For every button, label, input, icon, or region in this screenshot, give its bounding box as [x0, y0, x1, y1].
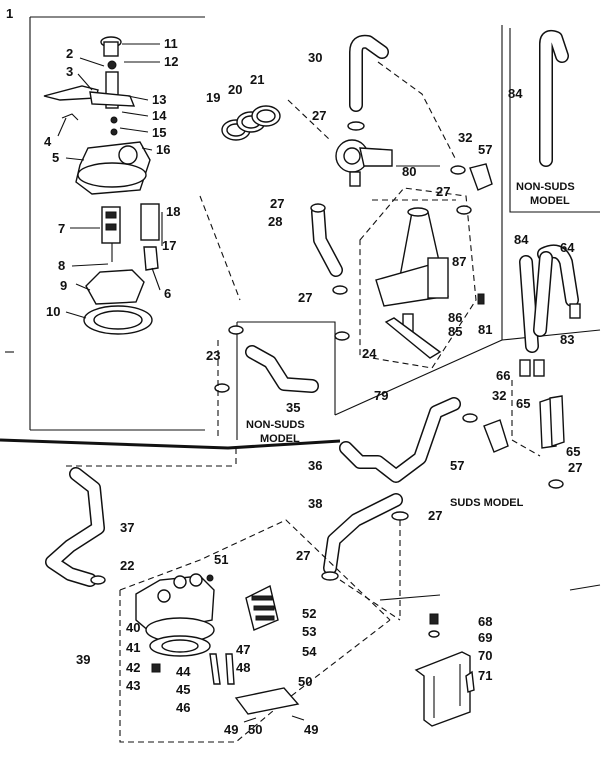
caption-suds-model: SUDS MODEL — [450, 497, 524, 509]
part-label-6: 6 — [164, 286, 171, 301]
right-hoses — [450, 29, 581, 489]
part-label-1: 1 — [6, 6, 13, 21]
part-label-45: 45 — [176, 682, 190, 697]
part-number-labels: 1 2 3 4 5 6 7 8 9 10 11 12 13 14 15 16 1… — [6, 6, 582, 737]
part-label-65a: 65 — [516, 396, 530, 411]
caption-non-suds-mid-line1: NON-SUDS — [246, 419, 305, 431]
part-label-4: 4 — [44, 134, 52, 149]
valve-assembly — [43, 36, 160, 335]
pump-top — [287, 34, 457, 341]
part-label-27a: 27 — [312, 108, 326, 123]
part-label-40: 40 — [126, 620, 140, 635]
part-label-5: 5 — [52, 150, 59, 165]
hose-37 — [45, 448, 237, 587]
part-label-16: 16 — [156, 142, 170, 157]
part-label-42: 42 — [126, 660, 140, 675]
part-label-52: 52 — [302, 606, 316, 621]
caption-non-suds-top-line2: MODEL — [530, 195, 570, 207]
hose-35 — [199, 195, 319, 440]
part-label-17: 17 — [162, 238, 176, 253]
part-label-87: 87 — [452, 254, 466, 269]
bracket-70 — [414, 613, 475, 727]
part-label-48: 48 — [236, 660, 250, 675]
part-label-50a: 50 — [298, 674, 312, 689]
part-label-8: 8 — [58, 258, 65, 273]
part-label-28: 28 — [268, 214, 282, 229]
suds-hoses — [321, 397, 509, 621]
part-label-2: 2 — [66, 46, 73, 61]
part-label-27f: 27 — [428, 508, 442, 523]
part-label-47: 47 — [236, 642, 250, 657]
part-label-11: 11 — [164, 36, 178, 51]
part-label-23: 23 — [206, 348, 220, 363]
part-label-46: 46 — [176, 700, 190, 715]
part-label-43: 43 — [126, 678, 140, 693]
part-label-14: 14 — [152, 108, 167, 123]
part-label-35: 35 — [286, 400, 300, 415]
part-label-32a: 32 — [458, 130, 472, 145]
pump-assembly — [119, 519, 391, 743]
part-label-36: 36 — [308, 458, 322, 473]
part-label-70: 70 — [478, 648, 492, 663]
part-label-12: 12 — [164, 54, 178, 69]
part-label-81: 81 — [478, 322, 492, 337]
part-label-84b: 84 — [514, 232, 529, 247]
frame-lines — [0, 16, 601, 601]
part-label-9: 9 — [60, 278, 67, 293]
part-label-7: 7 — [58, 221, 65, 236]
part-label-85: 85 — [448, 324, 462, 339]
part-label-27d: 27 — [436, 184, 450, 199]
part-label-44: 44 — [176, 664, 191, 679]
part-label-68: 68 — [478, 614, 492, 629]
part-label-37: 37 — [120, 520, 134, 535]
part-label-50b: 50 — [248, 722, 262, 737]
caption-non-suds-mid-line2: MODEL — [260, 433, 300, 445]
part-label-69: 69 — [478, 630, 492, 645]
part-label-39: 39 — [76, 652, 90, 667]
part-label-30: 30 — [308, 50, 322, 65]
part-label-21: 21 — [250, 72, 264, 87]
part-label-32b: 32 — [492, 388, 506, 403]
part-label-20: 20 — [228, 82, 242, 97]
part-label-24: 24 — [362, 346, 377, 361]
part-label-83: 83 — [560, 332, 574, 347]
part-label-71: 71 — [478, 668, 492, 683]
part-label-80: 80 — [402, 164, 416, 179]
part-label-15: 15 — [152, 125, 166, 140]
caption-non-suds-top-line1: NON-SUDS — [516, 181, 575, 193]
part-label-41: 41 — [126, 640, 140, 655]
part-label-22: 22 — [120, 558, 134, 573]
part-label-27e: 27 — [568, 460, 582, 475]
part-label-10: 10 — [46, 304, 60, 319]
model-captions: NON-SUDS MODEL NON-SUDS MODEL SUDS MODEL — [246, 181, 575, 509]
part-label-57a: 57 — [478, 142, 492, 157]
part-label-53: 53 — [302, 624, 316, 639]
part-label-27b: 27 — [270, 196, 284, 211]
part-label-65b: 65 — [566, 444, 580, 459]
part-label-38: 38 — [308, 496, 322, 511]
transmission — [359, 187, 485, 369]
part-label-3: 3 — [66, 64, 73, 79]
part-label-13: 13 — [152, 92, 166, 107]
part-label-86: 86 — [448, 310, 462, 325]
part-label-27c: 27 — [298, 290, 312, 305]
part-label-66: 66 — [496, 368, 510, 383]
part-label-18: 18 — [166, 204, 180, 219]
part-label-19: 19 — [206, 90, 220, 105]
part-label-51: 51 — [214, 552, 228, 567]
part-label-84a: 84 — [508, 86, 523, 101]
part-label-64: 64 — [560, 240, 575, 255]
part-label-49b: 49 — [304, 722, 318, 737]
leader-lines — [57, 43, 163, 319]
seal-rings — [221, 105, 281, 141]
part-label-79: 79 — [374, 388, 388, 403]
part-label-57b: 57 — [450, 458, 464, 473]
part-label-54: 54 — [302, 644, 317, 659]
part-label-27g: 27 — [296, 548, 310, 563]
part-label-49a: 49 — [224, 722, 238, 737]
